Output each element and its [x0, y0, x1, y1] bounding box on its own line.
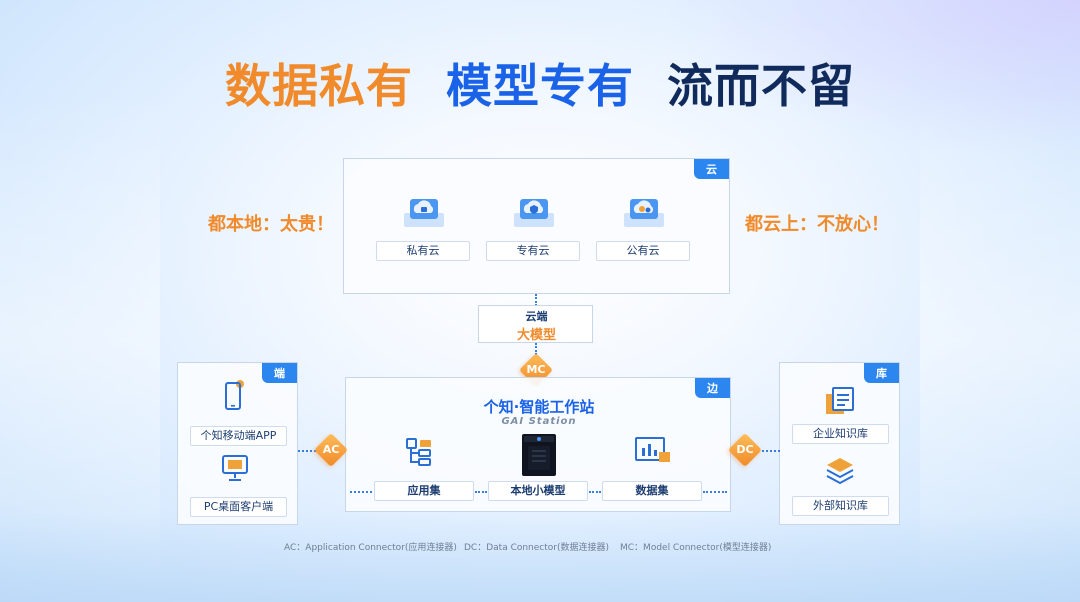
legend-dc: DC：Data Connector(数据连接器): [464, 543, 610, 553]
pc-client-label: PC桌面客户端: [190, 497, 287, 517]
app-set-icon: [406, 438, 431, 466]
cloud-model-line2: 大模型: [516, 328, 556, 343]
edge-tag: 边: [695, 378, 730, 398]
cloud-to-model-line: [535, 294, 537, 306]
end-tag: 端: [262, 363, 297, 383]
background-light-left: [0, 90, 160, 590]
background-floor: [0, 512, 1080, 602]
edge-line-mid-right: [589, 491, 601, 493]
desktop-monitor-icon: [222, 455, 248, 481]
cloud-model-line1: 云端: [525, 310, 548, 323]
mc-connector: MC: [519, 353, 553, 387]
dc-connector: DC: [728, 433, 762, 467]
edge-panel-title: 个知·智能工作站: [483, 398, 595, 416]
edge-line-left: [350, 491, 372, 493]
enterprise-knowledge-label: 企业知识库: [792, 424, 889, 444]
library-panel: 库 企业知识库 外部知识库: [779, 362, 900, 525]
title-part-flow-not-stay: 流而不留: [667, 59, 856, 113]
background-light-right: [920, 90, 1080, 590]
private-cloud-label: 私有云: [376, 241, 470, 261]
cloud-panel: 云 私有云 专有云 公有云: [343, 158, 730, 294]
legend-ac: AC：Application Connector(应用连接器): [284, 543, 457, 553]
page-title: 数据私有 模型专有 流而不留: [0, 50, 1080, 116]
library-tag: 库: [864, 363, 899, 383]
slogan-left: 都本地：太贵！: [208, 214, 334, 235]
slogan-right: 都云上：不放心！: [745, 214, 889, 235]
mobile-app-label: 个知移动端APP: [190, 426, 287, 446]
public-cloud-icon: [624, 199, 664, 227]
title-part-model-dedicated: 模型专有: [446, 59, 634, 113]
edge-line-right: [703, 491, 727, 493]
dataset-icon: [635, 437, 670, 462]
enterprise-knowledge-icon: [826, 387, 854, 414]
dc-line-right: [762, 450, 780, 452]
dedicated-cloud-label: 专有云: [486, 241, 580, 261]
mc-connector-label: MC: [526, 363, 546, 376]
title-part-data-private: 数据私有: [224, 59, 413, 113]
app-set-label: 应用集: [374, 481, 474, 501]
edge-panel-subtitle: GAI Station: [501, 416, 577, 427]
dc-connector-label: DC: [736, 443, 754, 456]
edge-panel: 边 个知·智能工作站 GAI Station 应用集 本地小模型 数据集: [345, 377, 731, 512]
mobile-phone-icon: [225, 380, 244, 410]
local-model-label: 本地小模型: [488, 481, 588, 501]
private-cloud-icon: [404, 199, 444, 227]
edge-line-mid-left: [475, 491, 487, 493]
ac-line-left: [298, 450, 316, 452]
background-glow: [660, 0, 1080, 160]
public-cloud-label: 公有云: [596, 241, 690, 261]
end-panel: 端 个知移动端APP PC桌面客户端: [177, 362, 298, 525]
dedicated-cloud-icon: [514, 199, 554, 227]
external-knowledge-label: 外部知识库: [792, 496, 889, 516]
cloud-tag: 云: [694, 159, 729, 179]
dataset-label: 数据集: [602, 481, 702, 501]
external-knowledge-icon: [826, 458, 854, 485]
model-to-mc-line: [535, 343, 537, 355]
workstation-icon: [522, 434, 556, 476]
ac-connector: AC: [314, 433, 348, 467]
ac-connector-label: AC: [322, 443, 340, 456]
cloud-model-box: 云端 大模型: [478, 305, 593, 343]
legend-mc: MC：Model Connector(模型连接器): [620, 543, 772, 553]
